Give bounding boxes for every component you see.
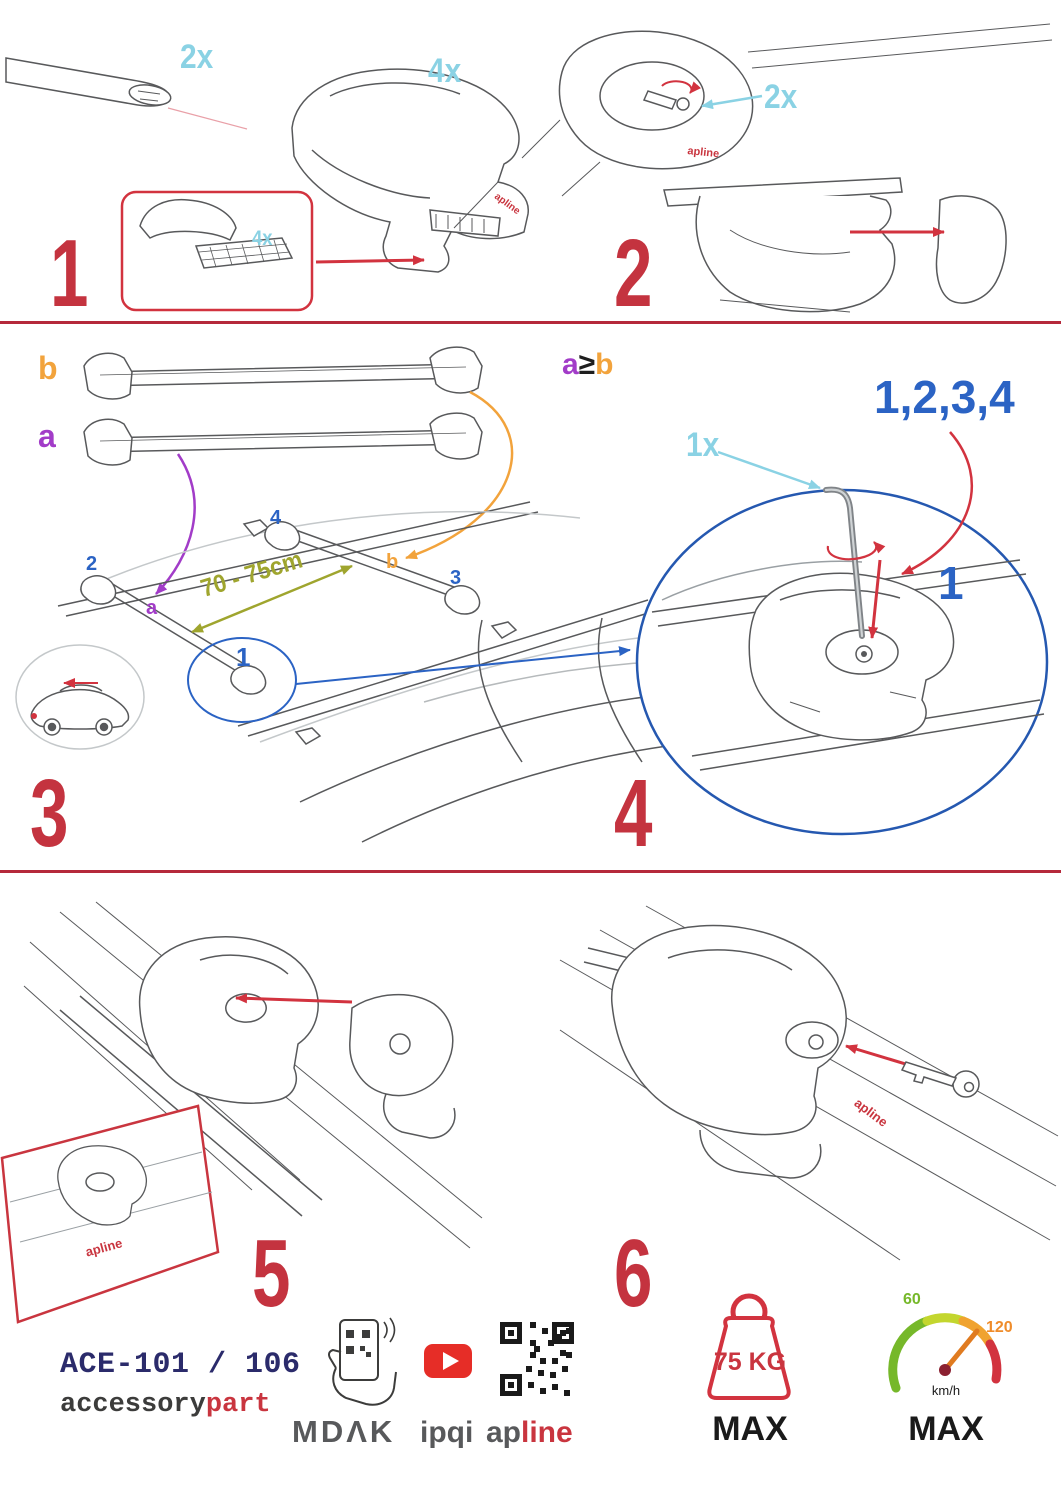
step4-callout-1: 1 bbox=[938, 557, 964, 609]
weight-max-label: MAX bbox=[712, 1410, 788, 1448]
key-drawing bbox=[900, 1061, 980, 1098]
roof-position-a: a bbox=[146, 597, 158, 619]
rule-a: a bbox=[562, 348, 579, 381]
speed-unit-label: km/h bbox=[931, 1383, 961, 1398]
section-divider bbox=[0, 870, 1061, 873]
step3-group bbox=[15, 346, 981, 843]
step4-number: 4 bbox=[614, 760, 653, 867]
roof-position-b: b bbox=[386, 551, 399, 573]
roof-position-1: 1 bbox=[236, 642, 251, 672]
step1-number: 1 bbox=[50, 220, 89, 327]
step3-number: 3 bbox=[30, 760, 69, 867]
callout-connector-arrow bbox=[295, 646, 631, 685]
inset-arrow bbox=[315, 255, 425, 266]
press-down-arrow bbox=[868, 559, 882, 639]
front-crossbar-on-roof bbox=[80, 575, 267, 695]
youtube-icon bbox=[424, 1344, 472, 1378]
key-quantity-arrow bbox=[701, 94, 763, 110]
step4-tool-quantity: 1x bbox=[686, 426, 720, 464]
step4-group bbox=[635, 431, 1049, 836]
rear-crossbar-on-roof bbox=[264, 521, 481, 615]
detail-callout-circle bbox=[187, 637, 631, 723]
step1-foot-quantity: 4x bbox=[428, 52, 462, 90]
roof-position-3: 3 bbox=[450, 567, 462, 589]
crossbar-b-drawing bbox=[83, 346, 483, 400]
crossbar-a-drawing bbox=[83, 412, 483, 466]
key-insert-drawing bbox=[559, 905, 1059, 1261]
qr-code-icon bbox=[500, 1322, 574, 1396]
brand-wordmark: accessorypart bbox=[60, 1392, 271, 1419]
step6-number: 6 bbox=[614, 1220, 653, 1327]
step2-number: 2 bbox=[614, 220, 653, 327]
brand-part: part bbox=[205, 1390, 271, 1420]
crossbar-a-label: a bbox=[38, 418, 56, 454]
speed-max-value: 120 bbox=[986, 1319, 1013, 1336]
apline-ap: ap bbox=[486, 1416, 522, 1449]
step2-group bbox=[521, 23, 1053, 313]
arrow-b-to-roof bbox=[405, 390, 514, 560]
weight-limit-icon bbox=[707, 1293, 791, 1400]
speed-min-label: 60 bbox=[903, 1291, 921, 1308]
cover-remove-arrow bbox=[235, 993, 353, 1004]
rubber-pad-inset bbox=[120, 190, 425, 312]
result-panel bbox=[0, 1104, 220, 1324]
foot-rail-assembly-drawing bbox=[663, 177, 1007, 313]
brand-accessory: accessory bbox=[60, 1390, 206, 1420]
model-number: ACE-101 / 106 bbox=[60, 1348, 301, 1382]
roof-position-2: 2 bbox=[86, 553, 98, 575]
step1-bar-quantity: 2x bbox=[180, 38, 214, 76]
tighten-sequence-label: 1,2,3,4 bbox=[874, 371, 1015, 423]
section-divider bbox=[0, 321, 1061, 324]
distance-dimension-arrow bbox=[191, 564, 353, 634]
apline-logo: apline bbox=[486, 1418, 573, 1448]
step5-group bbox=[0, 901, 483, 1324]
tool-quantity-arrow bbox=[717, 450, 821, 490]
footer-icons bbox=[328, 1293, 1002, 1406]
step6-group bbox=[559, 905, 1059, 1261]
mdak-logo: MDΛK bbox=[292, 1414, 396, 1449]
sequence-arrow bbox=[901, 431, 974, 576]
roof-position-4: 4 bbox=[270, 507, 282, 529]
step1-group bbox=[5, 57, 529, 312]
foot-clamp-drawing bbox=[291, 68, 529, 273]
rule-b: b bbox=[595, 348, 614, 381]
step2-key-quantity: 2x bbox=[764, 78, 798, 116]
foot-key-top-drawing bbox=[521, 23, 1053, 197]
ipqi-logo: ipqi bbox=[420, 1416, 474, 1449]
speedometer-icon bbox=[888, 1313, 1002, 1393]
crossbar-b-label: b bbox=[38, 350, 58, 386]
rotate-arrow bbox=[661, 80, 702, 94]
weight-limit-value: 75 KG bbox=[713, 1348, 787, 1376]
crossbar-profile-drawing bbox=[5, 57, 248, 130]
rule-operator: ≥ bbox=[578, 348, 596, 381]
car-side-inset bbox=[15, 644, 145, 750]
rotation-arrow bbox=[826, 541, 886, 561]
phone-scan-icon bbox=[328, 1317, 397, 1406]
arrow-a-to-roof bbox=[155, 453, 196, 595]
step1-pad-quantity: 4x bbox=[252, 227, 273, 250]
roof-top-view-drawing bbox=[57, 501, 981, 843]
step5-number: 5 bbox=[252, 1220, 291, 1327]
speed-max-label: MAX bbox=[908, 1410, 984, 1448]
bar-length-rule: a≥b bbox=[562, 350, 613, 380]
tighten-detail-drawing bbox=[651, 486, 1045, 771]
apline-line: line bbox=[521, 1416, 573, 1449]
